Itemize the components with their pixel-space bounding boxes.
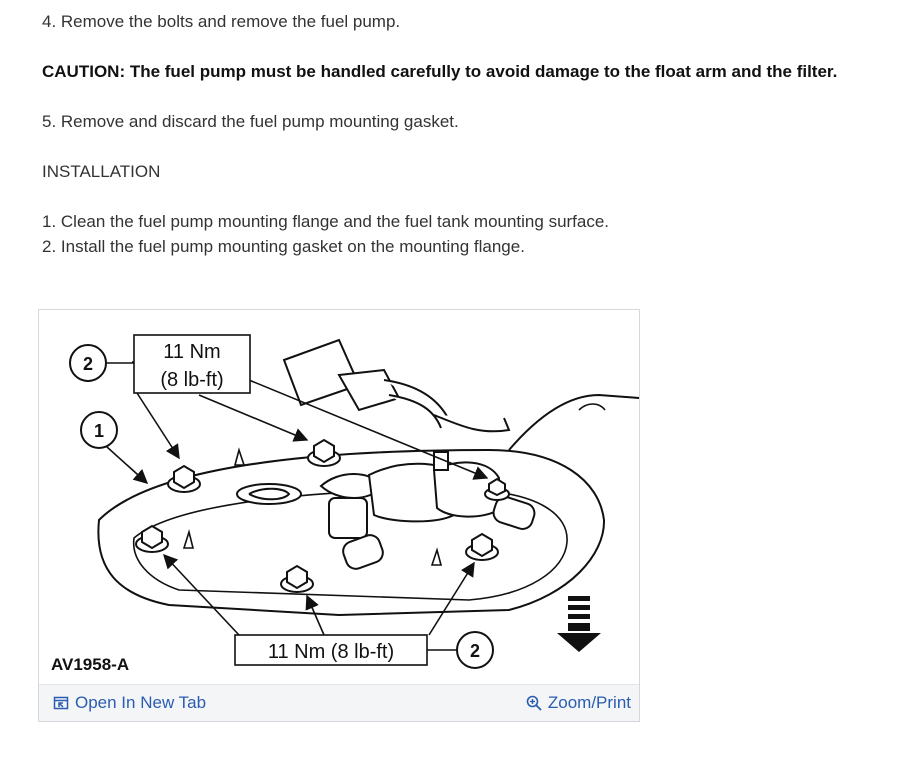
callout-left-number: 1 bbox=[94, 421, 104, 441]
bolts-drawing bbox=[135, 438, 510, 593]
torque-top-line-1: 11 Nm bbox=[163, 341, 220, 363]
zoom-print-label: Zoom/Print bbox=[547, 693, 631, 712]
open-in-new-tab-icon bbox=[53, 696, 69, 710]
figure-footer: Open In New Tab Zoom/Print bbox=[39, 684, 639, 721]
torque-bottom-box bbox=[234, 634, 428, 666]
fuel-pump-diagram: 11 Nm (8 lb-ft) 2 1 11 Nm (8 lb-ft) 2 AV… bbox=[51, 334, 639, 674]
step-5-text: 5. Remove and discard the fuel pump moun… bbox=[42, 112, 459, 131]
fuel-pump-figure: 11 Nm (8 lb-ft) 2 1 11 Nm (8 lb-ft) 2 AV… bbox=[38, 309, 640, 722]
leader-lines bbox=[106, 361, 489, 636]
callout-circle-bottom bbox=[456, 631, 494, 669]
open-in-new-tab-link[interactable]: Open In New Tab bbox=[53, 693, 206, 713]
pump-fittings-drawing bbox=[236, 451, 536, 570]
installation-heading: INSTALLATION bbox=[42, 162, 161, 181]
zoom-in-icon bbox=[526, 695, 542, 711]
install-step-1-text: 1. Clean the fuel pump mounting flange a… bbox=[42, 212, 610, 231]
callout-bottom-number: 2 bbox=[470, 641, 480, 661]
step-4-text: 4. Remove the bolts and remove the fuel … bbox=[42, 12, 401, 31]
torque-top-line-2: (8 lb-ft) bbox=[160, 369, 223, 391]
caution-text: CAUTION: The fuel pump must be handled c… bbox=[42, 62, 838, 81]
electrical-connector-drawing bbox=[282, 338, 511, 433]
callout-circle-top bbox=[69, 344, 107, 382]
install-step-2-text: 2. Install the fuel pump mounting gasket… bbox=[42, 237, 525, 256]
open-in-new-tab-label: Open In New Tab bbox=[75, 693, 207, 712]
callout-top-number: 2 bbox=[83, 354, 93, 374]
figure-code: AV1958-A bbox=[51, 655, 129, 674]
torque-bottom-text: 11 Nm (8 lb-ft) bbox=[268, 641, 394, 663]
callout-circle-left bbox=[80, 411, 118, 449]
pins-drawing bbox=[182, 447, 443, 566]
front-direction-arrow-icon bbox=[557, 596, 601, 652]
tank-flange-drawing bbox=[97, 393, 639, 617]
torque-top-box bbox=[133, 334, 251, 394]
zoom-print-link[interactable]: Zoom/Print bbox=[526, 693, 631, 713]
